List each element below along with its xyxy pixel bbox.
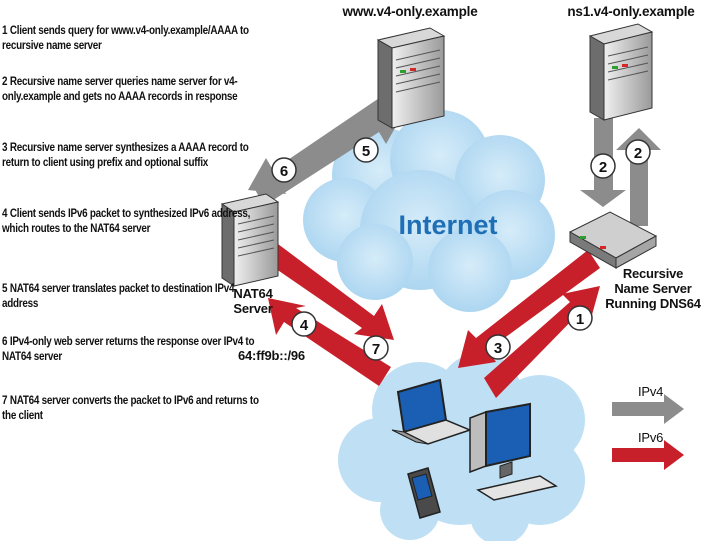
- svg-text:5: 5: [362, 143, 370, 160]
- arrow-7-ipv6: [266, 244, 394, 340]
- legend-ipv4-label: IPv4: [638, 384, 664, 399]
- recursive-label-line3: Running DNS64: [605, 296, 701, 311]
- laptop-icon: [391, 378, 473, 445]
- desktop-computer-icon: [469, 402, 558, 501]
- step-text: Client sends IPv6 packet to synthesized …: [2, 208, 251, 235]
- recursive-label-line1: Recursive: [622, 266, 684, 281]
- web-server-label: www.v4-only.example: [342, 4, 478, 19]
- step-number: 7: [2, 395, 8, 407]
- step-number: 6: [2, 336, 8, 348]
- ns1-server-icon: [588, 23, 654, 121]
- badge-7: 7: [363, 335, 389, 361]
- svg-text:3: 3: [494, 340, 502, 357]
- badge-1: 1: [567, 305, 593, 331]
- ns1-server-label: ns1.v4-only.example: [567, 4, 695, 19]
- svg-text:4: 4: [300, 317, 309, 334]
- legend-ipv4-arrow: [612, 394, 684, 424]
- step-text: NAT64 server converts the packet to IPv6…: [2, 395, 259, 422]
- legend-ipv6-arrow: [612, 440, 684, 470]
- svg-text:2: 2: [599, 159, 607, 176]
- badge-6: 6: [271, 157, 297, 183]
- badge-4: 4: [291, 311, 317, 337]
- step-text: IPv4-only web server returns the respons…: [2, 336, 255, 363]
- badge-2: 2: [590, 153, 616, 179]
- step-number: 1: [2, 25, 8, 37]
- svg-text:1: 1: [576, 311, 584, 328]
- step-number: 4: [2, 208, 8, 220]
- recursive-label-line2: Name Server: [614, 281, 692, 296]
- step-text: Recursive name server queries name serve…: [2, 76, 238, 103]
- step-text: Client sends query for www.v4-only.examp…: [2, 25, 249, 52]
- prefix-label: 64:ff9b::/96: [238, 348, 305, 363]
- step-text: NAT64 server translates packet to destin…: [2, 283, 235, 310]
- step-number: 3: [2, 142, 8, 154]
- recursive-dns64-icon: [568, 211, 658, 269]
- step-number: 5: [2, 283, 8, 295]
- legend-ipv6-label: IPv6: [638, 430, 664, 445]
- recursive-label: Recursive Name Server Running DNS64: [600, 266, 706, 311]
- web-server-icon: [376, 27, 446, 129]
- step-number: 2: [2, 76, 8, 88]
- phone-icon: [407, 467, 441, 519]
- badge-2b: 2: [625, 139, 651, 165]
- nat64-label-line2: Server: [233, 301, 273, 316]
- arrow-up-ipv4: [616, 128, 661, 226]
- nat64-label: NAT64 Server: [218, 286, 288, 316]
- nat64-label-line1: NAT64: [233, 286, 273, 301]
- internet-cloud: Internet: [303, 110, 555, 312]
- nat64-server-icon: [220, 193, 280, 287]
- badge-5: 5: [353, 137, 379, 163]
- step-text: Recursive name server synthesizes a AAAA…: [2, 142, 249, 169]
- svg-text:2: 2: [634, 145, 642, 162]
- svg-text:6: 6: [280, 163, 288, 180]
- svg-text:7: 7: [372, 341, 380, 358]
- arrow-5-ipv4: [252, 108, 404, 206]
- badge-3: 3: [485, 334, 511, 360]
- internet-label: Internet: [398, 210, 497, 240]
